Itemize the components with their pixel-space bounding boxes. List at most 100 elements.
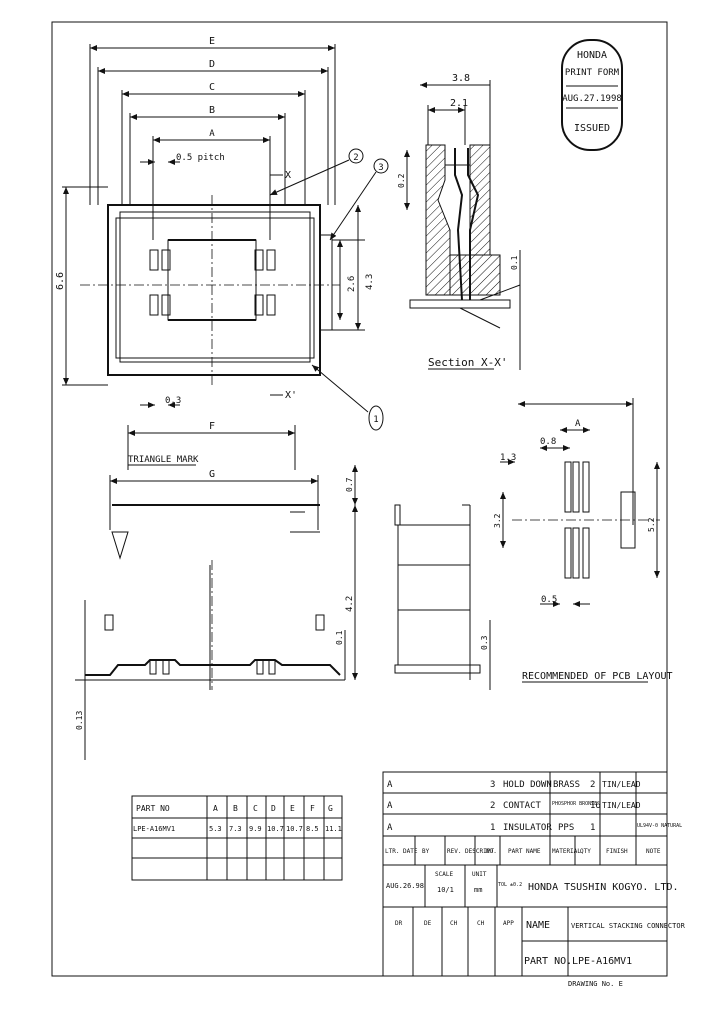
- tb-name-label: NAME: [526, 920, 550, 931]
- pt-h0: PART NO: [136, 804, 170, 813]
- dim-38: 3.8: [452, 73, 470, 84]
- tb-sig-ch1: CH: [450, 920, 458, 927]
- dim-01-front: 0.1: [335, 630, 344, 645]
- pt-h6: F: [310, 804, 315, 813]
- tb-scale: 10/1: [437, 886, 454, 894]
- bh-c7: QTY: [580, 848, 591, 855]
- pt-h4: D: [271, 804, 276, 813]
- bom-0-qty: 2: [590, 780, 595, 790]
- cut-x2: X': [285, 390, 297, 401]
- pcb-label: RECOMMENDED OF PCB LAYOUT: [522, 671, 673, 682]
- bh-c1: LTR. DATE: [385, 848, 418, 855]
- pcb-dim-13: 1.3: [500, 453, 516, 463]
- stamp-line1: HONDA: [577, 50, 607, 61]
- balloon-2: 2: [353, 153, 358, 163]
- tb-part-label: PART NO.: [524, 956, 572, 967]
- bh-c9: NOTE: [646, 848, 661, 855]
- bh-c3: REV. DESCRIPT: [447, 848, 494, 855]
- bom-1-name: CONTACT: [503, 801, 542, 811]
- dim-02: 0.2: [397, 173, 406, 188]
- bom-2-mark: A: [387, 823, 393, 833]
- stamp-line4: ISSUED: [574, 123, 610, 134]
- pt-h5: E: [290, 804, 295, 813]
- bom-0-mark: A: [387, 780, 393, 790]
- pt-h7: G: [328, 804, 333, 813]
- bh-c8: FINISH: [606, 848, 628, 855]
- dim-42: 4.2: [345, 596, 355, 612]
- stamp-line3: AUG.27.1998: [562, 94, 622, 104]
- section-label: Section X-X': [428, 356, 507, 369]
- bom-0-finish: TIN/LEAD: [602, 780, 641, 789]
- dim-07: 0.7: [345, 477, 354, 492]
- tb-part: LPE-A16MV1: [572, 956, 632, 967]
- bh-c5: PART NAME: [508, 848, 541, 855]
- dim-21: 2.1: [450, 98, 468, 109]
- dim-pitch: 0.5 pitch: [176, 153, 225, 163]
- dim-e: E: [209, 36, 215, 47]
- tb-sig-dr: DR: [395, 920, 403, 927]
- tb-unit-label: UNIT: [472, 871, 487, 878]
- bom-2-mat: PPS: [558, 823, 574, 833]
- pt-r0-c3: 9.9: [249, 825, 262, 833]
- triangle-mark: TRIANGLE MARK: [128, 455, 199, 465]
- tb-sig-de: DE: [424, 920, 432, 927]
- tb-company: HONDA TSUSHIN KOGYO. LTD.: [528, 882, 679, 893]
- dim-c: C: [209, 82, 215, 93]
- pcb-dim-08: 0.8: [540, 437, 556, 447]
- top-view: E D C B A 0.5 pitch X X': [55, 36, 389, 431]
- bom-0-mat: BRASS: [553, 780, 580, 790]
- pcb-layout: A 0.8 1.3 3.2 5.2 0.5 RECOMMENDED OF PCB…: [493, 398, 673, 683]
- tb-sig-app: APP: [503, 920, 514, 927]
- balloon-1: 1: [373, 415, 378, 425]
- dim-26: 2.6: [347, 276, 357, 292]
- dim-01-section: 0.1: [510, 255, 519, 270]
- stamp-line2: PRINT FORM: [565, 68, 620, 78]
- dim-g: G: [209, 469, 215, 480]
- bh-c6: MATERIAL: [552, 848, 581, 855]
- dim-013: 0.13: [75, 711, 84, 730]
- pt-h3: C: [253, 804, 258, 813]
- balloon-3: 3: [378, 163, 383, 173]
- bom-2-qty: 1: [590, 823, 595, 833]
- bom-1-qty: 16: [590, 801, 601, 811]
- bh-c4: NO.: [486, 848, 497, 855]
- tb-footer: DRAWING No. E: [568, 980, 623, 988]
- dim-43: 4.3: [365, 274, 375, 290]
- front-view: F TRIANGLE MARK G 0.7 4.2 0.1 0.13: [75, 421, 358, 760]
- bom-2-no: 1: [490, 823, 495, 833]
- bom-0-name: HOLD DOWN: [503, 780, 552, 790]
- bom-1-finish: TIN/LEAD: [602, 801, 641, 810]
- tb-scale-label: SCALE: [435, 871, 453, 878]
- pt-r0-c2: 7.3: [229, 825, 242, 833]
- tb-date: AUG.26.98: [386, 882, 424, 890]
- pt-r0-c7: 11.1: [325, 825, 342, 833]
- sheet-border: [51, 21, 668, 977]
- bom-1-mark: A: [387, 801, 393, 811]
- dim-f: F: [209, 421, 215, 432]
- pcb-dim-32: 3.2: [493, 513, 502, 528]
- pt-r0-c1: 5.3: [209, 825, 222, 833]
- bom-1-mat: PHOSPHOR BRONZE: [552, 801, 597, 807]
- dim-a: A: [209, 129, 215, 139]
- pcb-dim-05: 0.5: [541, 595, 557, 605]
- dim-d: D: [209, 59, 215, 70]
- tb-name: VERTICAL STACKING CONNECTOR: [571, 922, 686, 930]
- dim-03-side: 0.3: [480, 635, 489, 650]
- pcb-dim-52: 5.2: [647, 517, 656, 532]
- bom-1-no: 2: [490, 801, 495, 811]
- bh-c2: BY: [422, 848, 430, 855]
- dim-b: B: [209, 105, 215, 116]
- dim-03-top: 0.3: [165, 396, 181, 406]
- tb-unit: mm: [474, 886, 482, 894]
- bom-2-name: INSULATOR: [503, 823, 552, 833]
- pt-r0-c4: 10.7: [267, 825, 284, 833]
- pt-r0-c5: 10.7: [286, 825, 303, 833]
- dim-66: 6.6: [55, 272, 66, 290]
- pt-r0-c6: 8.5: [306, 825, 319, 833]
- tb-sig-ch2: CH: [477, 920, 485, 927]
- section-view: 3.8 2.1 0.2 0.1 Section X-X': [397, 73, 521, 370]
- bom-0-no: 3: [490, 780, 495, 790]
- title-block: A 3 HOLD DOWN BRASS 2 TIN/LEAD A 2 CONTA…: [382, 771, 686, 988]
- part-table: PART NO A B C D E F G LPE-A16MV1 5.3 7.3…: [131, 795, 343, 881]
